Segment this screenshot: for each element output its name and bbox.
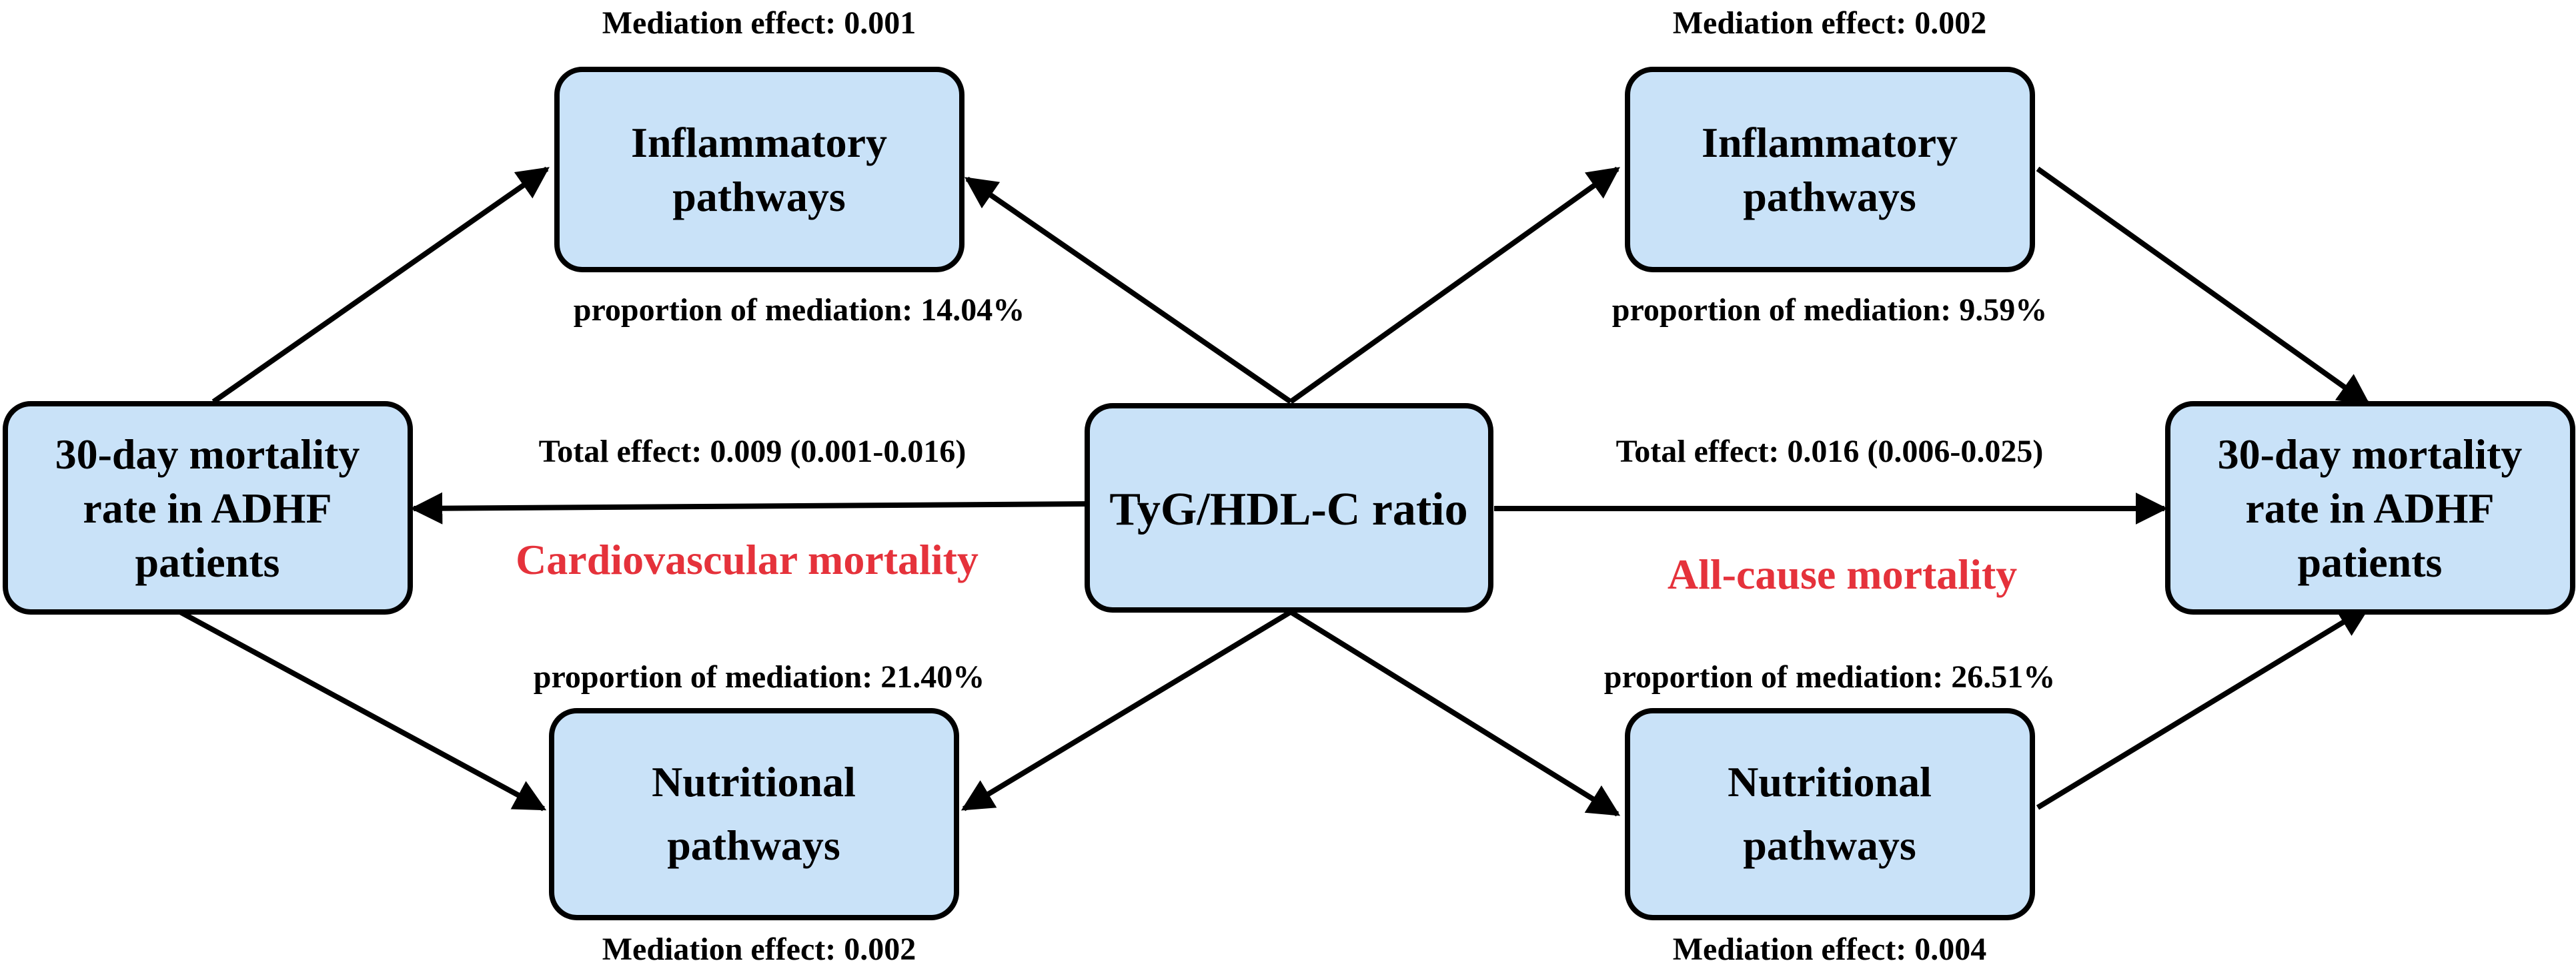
arrow-right-nutritional-to-endpoint [2036, 605, 2371, 810]
left-nutritional-line-2: pathways [667, 822, 840, 869]
center-node: TyG/HDL-C ratio [1085, 403, 1493, 613]
arrow-center-to-left-inflammatory [964, 176, 1293, 404]
left-endpoint-line-3: patients [135, 539, 280, 586]
right-nutritional-node: Nutritional pathways [1625, 708, 2035, 920]
arrow-left-endpoint-to-inflammatory [211, 166, 550, 404]
right-outcome-label: All-cause mortality [1668, 551, 2017, 598]
right-inflammatory-mediation-effect: Mediation effect: 0.002 [1673, 5, 1987, 41]
arrow-center-to-right-inflammatory [1289, 166, 1620, 404]
left-endpoint-line-1: 30-day mortality [55, 430, 360, 478]
left-inflammatory-mediation-effect: Mediation effect: 0.001 [602, 5, 916, 41]
left-nutritional-line-1: Nutritional [652, 758, 856, 805]
right-endpoint-line-3: patients [2298, 539, 2443, 586]
left-nutritional-proportion: proportion of mediation: 21.40% [534, 659, 985, 695]
right-total-effect: Total effect: 0.016 (0.006-0.025) [1616, 434, 2044, 469]
left-endpoint-node: 30-day mortality rate in ADHF patients [3, 401, 413, 615]
right-inflammatory-node: Inflammatory pathways [1625, 67, 2035, 272]
arrow-center-to-left-endpoint [410, 492, 1088, 525]
left-nutritional-mediation-effect: Mediation effect: 0.002 [602, 932, 916, 967]
right-endpoint-line-1: 30-day mortality [2218, 430, 2523, 478]
left-inflammatory-line-1: Inflammatory [631, 119, 887, 166]
right-nutritional-mediation-effect: Mediation effect: 0.004 [1673, 932, 1987, 967]
right-inflammatory-line-2: pathways [1743, 173, 1916, 220]
left-inflammatory-line-2: pathways [672, 173, 846, 220]
arrow-center-to-left-nutritional [960, 609, 1293, 812]
arrow-center-to-right-nutritional [1289, 609, 1621, 817]
right-inflammatory-proportion: proportion of mediation: 9.59% [1612, 292, 2047, 328]
left-total-effect: Total effect: 0.009 (0.001-0.016) [539, 434, 967, 469]
right-nutritional-line-2: pathways [1743, 822, 1916, 869]
right-endpoint-node: 30-day mortality rate in ADHF patients [2165, 401, 2575, 615]
right-nutritional-line-1: Nutritional [1728, 758, 1932, 805]
arrow-right-inflammatory-to-endpoint [2036, 166, 2371, 406]
right-endpoint-line-2: rate in ADHF [2245, 485, 2494, 532]
left-outcome-label: Cardiovascular mortality [516, 536, 979, 583]
arrow-left-endpoint-to-nutritional [179, 609, 547, 812]
left-endpoint-line-2: rate in ADHF [83, 485, 332, 532]
center-label: TyG/HDL-C ratio [1109, 484, 1467, 535]
left-inflammatory-proportion: proportion of mediation: 14.04% [574, 292, 1025, 328]
left-inflammatory-node: Inflammatory pathways [554, 67, 964, 272]
left-nutritional-node: Nutritional pathways [549, 708, 959, 920]
right-inflammatory-line-1: Inflammatory [1702, 119, 1958, 166]
right-nutritional-proportion: proportion of mediation: 26.51% [1604, 659, 2055, 695]
